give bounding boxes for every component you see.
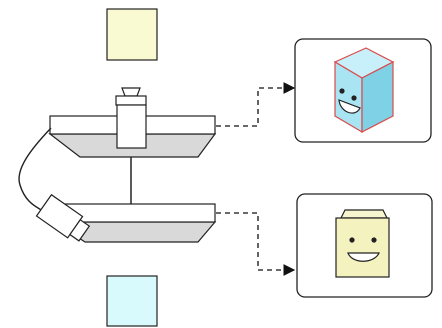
lower-connector-arrow: [216, 212, 296, 276]
smiling-cube-icon: [333, 47, 395, 134]
smiling-box-icon: [335, 209, 390, 278]
camera-cable: [18, 127, 52, 213]
top-projector-icon: [115, 87, 147, 149]
top-color-swatch: [106, 8, 158, 61]
bottom-color-swatch: [106, 275, 158, 327]
side-camera-icon: [35, 193, 91, 242]
upper-connector-arrow: [216, 82, 296, 127]
